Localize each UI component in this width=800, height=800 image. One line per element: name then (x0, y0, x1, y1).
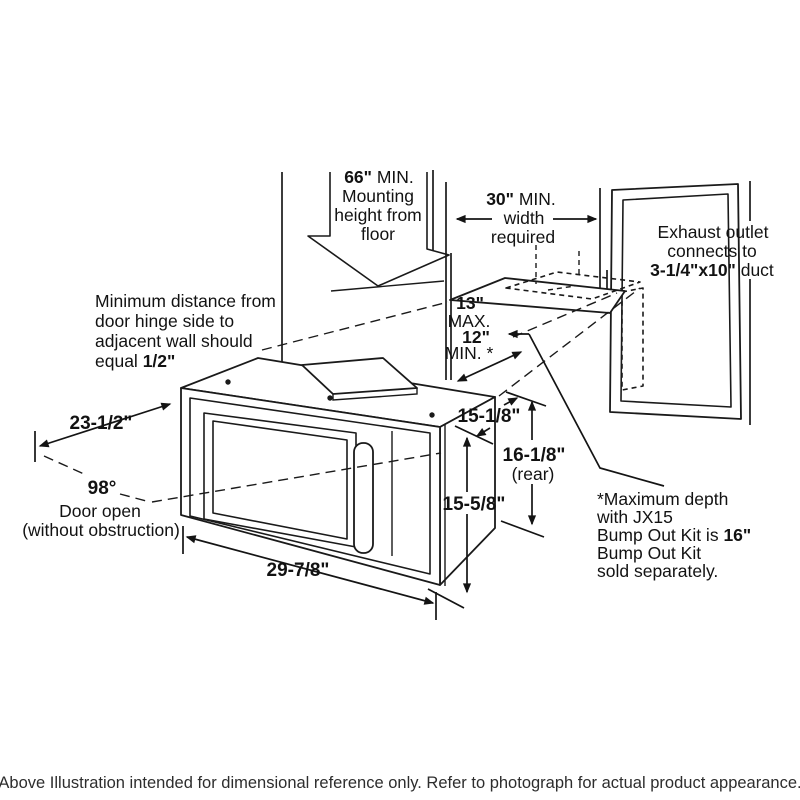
microwave (180, 357, 496, 586)
door-open-callout: 98° Door open (without obstruction) (22, 452, 442, 540)
clearance-min-label: MIN. * (445, 343, 494, 363)
vent-clearance-callout: 13" MAX. 12" MIN. * (445, 293, 665, 487)
mounting-height-line3: height from (334, 205, 422, 225)
depth-value: 23-1/2" (70, 413, 133, 434)
clearance-max-label: MAX. (448, 311, 491, 331)
hinge-note-line1: Minimum distance from (95, 291, 276, 311)
wall-lines (281, 170, 751, 425)
cabinet-and-duct (261, 245, 641, 351)
width-required-line3: required (491, 227, 555, 247)
footnote-leader-line (528, 333, 665, 487)
hinge-clearance-note: Minimum distance from door hinge side to… (95, 291, 276, 371)
width-required-line1: 30" MIN. (486, 189, 556, 209)
footnote-line2: with JX15 (596, 507, 673, 527)
clearance-min-value: 12" (462, 327, 490, 347)
mounting-hole (327, 395, 333, 401)
damper-dashed-outline (505, 271, 641, 300)
door-open-line2: (without obstruction) (22, 520, 180, 540)
footnote-line1: *Maximum depth (597, 489, 728, 509)
bump-out-footnote: *Maximum depth with JX15 Bump Out Kit is… (596, 489, 751, 581)
width-required-line2: width (503, 208, 545, 228)
height-rear-note: (rear) (512, 464, 555, 484)
hinge-note-line2: door hinge side to (95, 311, 234, 331)
mounting-height-line4: floor (361, 224, 395, 244)
dim-height-rear-16-1-8: 16-1/8" (rear) (500, 391, 566, 538)
dim-depth-23-1-2: 23-1/2" (34, 402, 172, 462)
width-value: 29-7/8" (267, 560, 330, 581)
vent-path-dashed (498, 287, 641, 397)
footnote-line3: Bump Out Kit is 16" (597, 525, 751, 545)
exhaust-line2: connects to (667, 241, 757, 261)
clearance-max-value: 13" (456, 293, 484, 313)
exhaust-line3: 3-1/4"x10" duct (650, 260, 774, 280)
hinge-note-line3: adjacent wall should (95, 331, 253, 351)
mounting-height-line2: Mounting (342, 186, 414, 206)
mounting-height-line1: 66" MIN. (344, 167, 414, 187)
cabinet-shelf (449, 277, 626, 314)
height-rear-value: 16-1/8" (503, 445, 566, 466)
mounting-hole (429, 412, 435, 418)
door-open-line1: Door open (59, 501, 141, 521)
top-depth-value: 15-1/8" (458, 406, 521, 427)
door-angle-value: 98° (88, 478, 117, 499)
mounting-hole (225, 379, 231, 385)
dim-width-29-7-8: 29-7/8" (182, 526, 465, 620)
dim-top-depth-15-1-8: 15-1/8" (458, 397, 521, 437)
dim-height-front-15-5-8: 15-5/8" (443, 425, 506, 594)
duct-opening-dashed (621, 287, 644, 391)
exhaust-outlet-callout: Exhaust outlet connects to 3-1/4"x10" du… (650, 222, 774, 280)
hinge-note-line4: equal 1/2" (95, 351, 175, 371)
exhaust-line1: Exhaust outlet (658, 222, 769, 242)
height-front-value: 15-5/8" (443, 494, 506, 515)
width-required-callout: 30" MIN. width required (455, 189, 598, 247)
exhaust-wall-panel (606, 183, 742, 420)
down-arrow-outline-icon (307, 172, 450, 287)
disclaimer-caption: Above Illustration intended for dimensio… (0, 774, 800, 792)
footnote-line5: sold separately. (597, 561, 718, 581)
footnote-line4: Bump Out Kit (597, 543, 701, 563)
door-handle (353, 442, 374, 554)
mounting-height-callout: 66" MIN. Mounting height from floor (307, 167, 450, 287)
